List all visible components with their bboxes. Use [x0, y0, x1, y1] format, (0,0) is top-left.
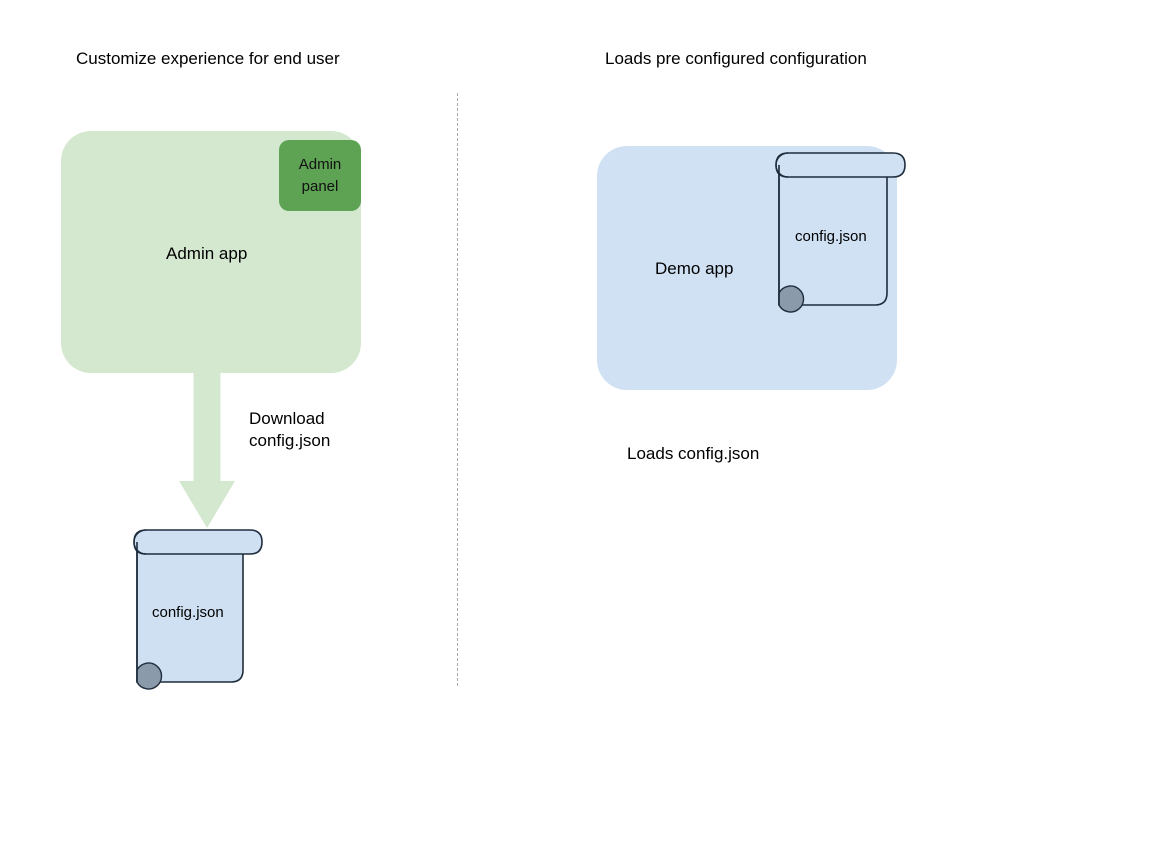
right-column-title: Loads pre configured configuration	[605, 49, 867, 68]
column-divider	[457, 93, 458, 686]
admin-panel-label-line2: panel	[301, 177, 339, 195]
config-json-label-left: config.json	[152, 604, 224, 621]
config-json-label-right: config.json	[795, 228, 867, 245]
download-arrow-label-line2: config.json	[249, 431, 331, 450]
download-arrow-icon	[177, 371, 237, 530]
loads-config-caption: Loads config.json	[627, 444, 760, 463]
admin-panel-label-line1: Admin	[298, 155, 342, 173]
download-arrow-label-line1: Download	[249, 409, 325, 428]
download-arrow-label: Download config.json	[249, 408, 330, 452]
admin-app-label: Admin app	[166, 244, 248, 263]
config-json-document-left[interactable]	[120, 528, 270, 698]
admin-panel-label: Admin panel	[285, 154, 355, 198]
demo-app-label: Demo app	[655, 259, 734, 278]
left-column-title: Customize experience for end user	[76, 49, 340, 68]
config-json-document-right[interactable]	[762, 151, 917, 316]
admin-panel-box[interactable]: Admin panel	[279, 140, 361, 211]
